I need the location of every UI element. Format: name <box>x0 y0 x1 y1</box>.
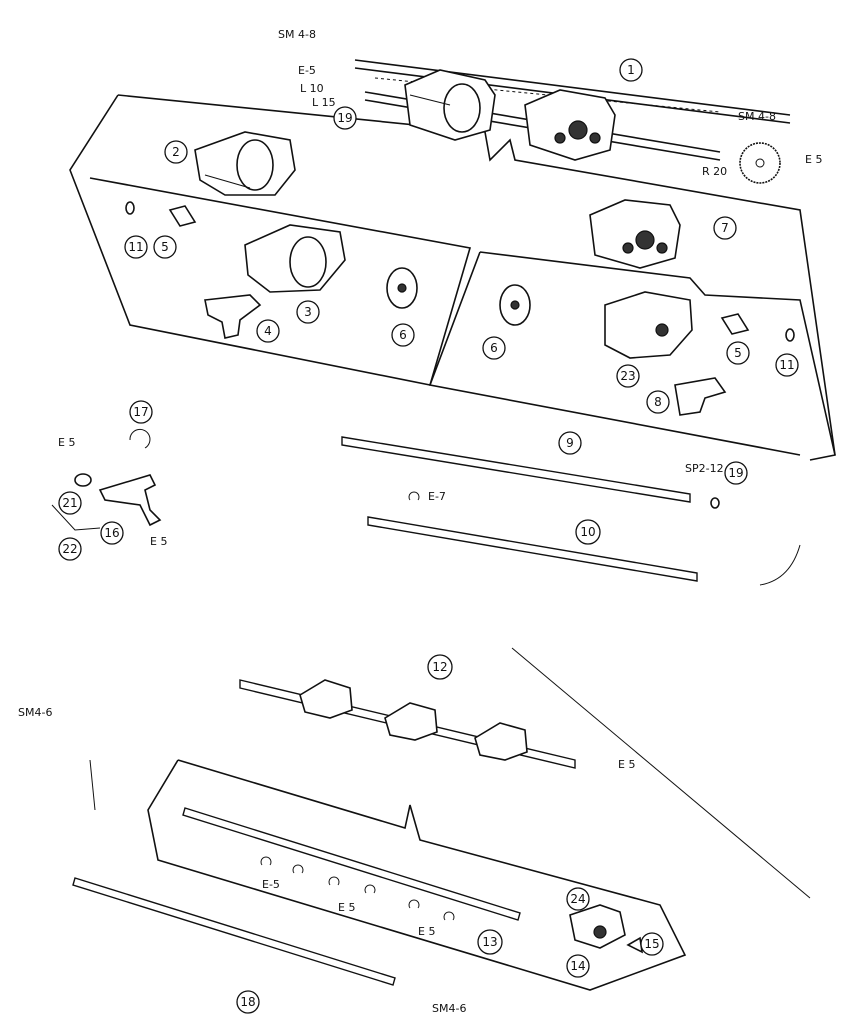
upper-assembly-panel <box>69 94 836 586</box>
lower-assembly-panel <box>89 647 811 991</box>
svg-text:22: 22 <box>62 542 77 556</box>
label-sm46-bottom: SM4-6 <box>432 1002 466 1015</box>
part-4-bracket <box>204 294 262 339</box>
shaft-9 <box>341 436 691 503</box>
part-5-clip-left <box>168 205 197 227</box>
label-e5-lever: E 5 <box>150 535 167 548</box>
svg-text:6: 6 <box>399 328 407 342</box>
label-e5-shaft12: E 5 <box>618 758 635 771</box>
callout-19-top: 19 <box>333 106 357 130</box>
shaft-13 <box>182 807 521 921</box>
part-1-bearing-block <box>524 89 616 161</box>
svg-text:6: 6 <box>490 341 498 355</box>
part-11-ring-right <box>785 328 795 342</box>
label-e5-b: E 5 <box>338 901 355 914</box>
svg-text:8: 8 <box>654 395 662 409</box>
svg-text:19: 19 <box>337 111 352 125</box>
label-e7: E-7 <box>428 490 446 503</box>
svg-text:11: 11 <box>128 240 143 254</box>
part-6-bearing-right <box>499 284 531 326</box>
callout-5-right: 5 <box>726 341 750 365</box>
svg-text:12: 12 <box>432 660 447 674</box>
gear-20 <box>739 142 781 184</box>
callout-11-left: 11 <box>124 235 148 259</box>
lever-assembly <box>51 428 162 531</box>
callout-7: 7 <box>713 216 737 240</box>
callout-4: 4 <box>256 319 280 343</box>
part-2-housing <box>194 131 296 196</box>
svg-text:2: 2 <box>172 145 180 159</box>
callout-1: 1 <box>619 58 643 82</box>
part-5-clip-right <box>720 313 750 335</box>
svg-text:10: 10 <box>580 525 595 539</box>
svg-text:11: 11 <box>779 358 794 372</box>
label-l15: L 15 <box>312 96 336 109</box>
svg-text:16: 16 <box>104 526 119 540</box>
e-clips-lower <box>260 856 455 921</box>
callout-2: 2 <box>164 140 188 164</box>
part-7-bearing-block <box>589 199 681 269</box>
label-e5-right: E 5 <box>805 153 822 166</box>
part-19-ring-right <box>710 497 720 509</box>
callout-16: 16 <box>100 521 124 545</box>
callout-13: 13 <box>477 929 503 955</box>
callout-21: 21 <box>58 491 82 515</box>
callout-5-left: 5 <box>153 235 177 259</box>
callout-12: 12 <box>427 654 453 680</box>
svg-text:15: 15 <box>644 937 659 951</box>
callout-11-right: 11 <box>775 353 799 377</box>
shaft-10 <box>367 516 698 582</box>
svg-text:19: 19 <box>728 466 743 480</box>
callout-18: 18 <box>236 990 260 1014</box>
svg-text:3: 3 <box>304 305 312 319</box>
callout-24: 24 <box>566 887 590 911</box>
label-e5-a: E-5 <box>262 878 280 891</box>
callout-3: 3 <box>296 300 320 324</box>
callout-15: 15 <box>640 932 664 956</box>
callout-8: 8 <box>646 390 670 414</box>
label-r20: R 20 <box>702 165 727 178</box>
svg-text:5: 5 <box>161 240 169 254</box>
svg-text:4: 4 <box>264 324 272 338</box>
part-6-bearing-left <box>386 267 418 309</box>
part-11-ring-left <box>125 201 135 215</box>
e7-clip <box>408 491 420 501</box>
callout-14: 14 <box>566 954 590 978</box>
label-e5-c: E 5 <box>418 925 435 938</box>
shaft-18 <box>72 877 396 986</box>
callout-6-left: 6 <box>391 323 415 347</box>
label-l10: L 10 <box>300 82 324 95</box>
label-sp212: SP2-12 <box>685 462 724 475</box>
svg-text:5: 5 <box>734 346 742 360</box>
label-sm48-right: SM 4-8 <box>738 110 776 123</box>
svg-text:9: 9 <box>566 436 574 450</box>
callout-23: 23 <box>616 364 640 388</box>
svg-text:24: 24 <box>570 892 585 906</box>
svg-text:7: 7 <box>721 221 729 235</box>
callout-10: 10 <box>575 519 601 545</box>
label-e5-top: E-5 <box>298 64 316 77</box>
svg-text:23: 23 <box>620 369 635 383</box>
svg-text:17: 17 <box>133 405 148 419</box>
part-8-bracket <box>674 377 727 416</box>
upper-bearing-block-left <box>404 69 496 141</box>
part-3-housing <box>244 224 346 293</box>
callout-9: 9 <box>558 431 582 455</box>
label-sm46-left: SM4-6 <box>18 706 52 719</box>
svg-text:1: 1 <box>627 63 635 77</box>
label-e5-left: E 5 <box>58 436 75 449</box>
part-23-carrier-block <box>604 291 693 359</box>
shaft-12-assembly <box>239 679 576 769</box>
svg-text:21: 21 <box>62 496 77 510</box>
label-sm48-top: SM 4-8 <box>278 28 316 41</box>
callout-22: 22 <box>58 537 82 561</box>
callout-17: 17 <box>129 400 153 424</box>
svg-text:13: 13 <box>482 935 497 949</box>
callout-19-right: 19 <box>724 461 748 485</box>
part-24-bearing-block <box>569 904 644 954</box>
callout-6-right: 6 <box>482 336 506 360</box>
svg-text:14: 14 <box>570 959 585 973</box>
svg-text:18: 18 <box>240 995 255 1009</box>
